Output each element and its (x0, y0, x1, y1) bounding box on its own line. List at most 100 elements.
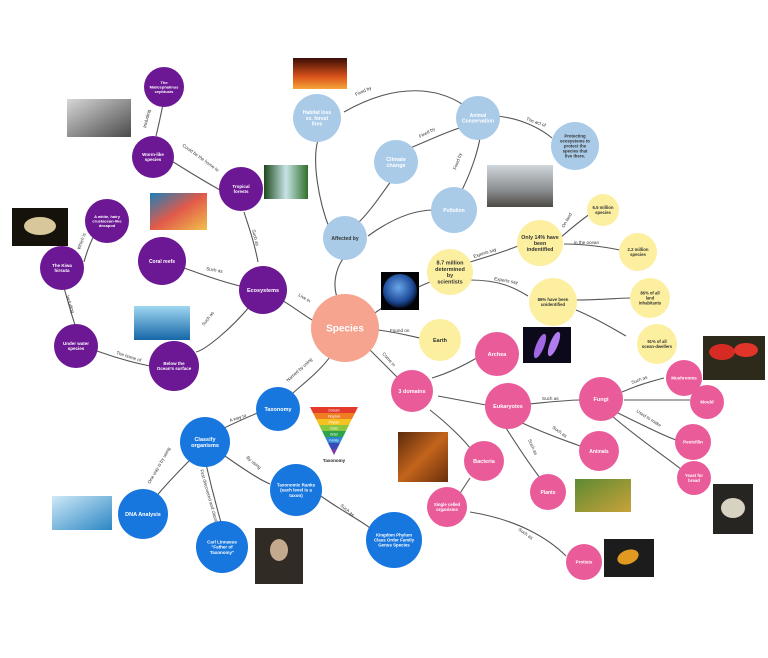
node-label: Bacteria (473, 459, 496, 465)
node-species[interactable]: Species (311, 294, 379, 362)
node-circle (118, 489, 168, 539)
edge-fungi-penicillin (615, 411, 677, 441)
node-label: DNA Analysis (125, 512, 161, 518)
node-mushrooms[interactable]: Mushrooms (666, 360, 702, 396)
edge-single-protists (469, 511, 567, 557)
archaea-cell (533, 333, 547, 359)
node-circle (419, 319, 461, 361)
node-circle (630, 278, 670, 318)
node-penicillin[interactable]: Penicillin (675, 424, 711, 460)
node-plants[interactable]: Plants (530, 474, 566, 510)
plant-photo (575, 479, 631, 512)
node-label: Ecosystems (247, 288, 279, 294)
archaea-microscope-photo (523, 327, 571, 363)
edge-species-affected (334, 255, 347, 301)
node-circle (180, 417, 230, 467)
node-animals[interactable]: Animals (579, 431, 619, 471)
node-circle (456, 96, 500, 140)
node-protists[interactable]: Protists (566, 544, 602, 580)
node-pollution[interactable]: Pollution (431, 187, 477, 233)
node-label: Animals (589, 449, 609, 455)
node-label: Earth (433, 338, 448, 344)
node-label: Penicillin (683, 440, 703, 445)
edge-3domains-eukaryotes (437, 395, 487, 406)
edge-label-such-as: Such as (542, 396, 559, 401)
taxonomy-pyramid: Domain Kingdom Phylum Class Order Family… (310, 407, 358, 463)
pyramid-level-order (322, 431, 346, 437)
node-circle (391, 370, 433, 412)
edge-label-could-be-home: Could be the home to (181, 143, 220, 173)
node-three-domains[interactable]: 3 domains (391, 370, 433, 412)
photos: Domain Kingdom Phylum Class Order Family… (12, 58, 765, 584)
pyramid-label: Phylum (329, 421, 340, 425)
edge-label-found-on: Found on (390, 328, 410, 333)
node-circle (587, 194, 619, 226)
archaea-cell (547, 331, 561, 357)
node-circle (366, 512, 422, 568)
node-circle (427, 249, 473, 295)
node-eukaryotes[interactable]: Eukaryotes (485, 383, 531, 429)
node-affected-by[interactable]: Affected by (323, 216, 367, 260)
node-archea[interactable]: Archea (475, 332, 519, 376)
worm-species-photo (67, 99, 131, 137)
pyramid-level-family (325, 437, 343, 443)
edge-fungi-mushrooms (621, 377, 665, 393)
node-earth[interactable]: Earth (419, 319, 461, 361)
edge-86-land (575, 297, 631, 301)
node-bacteria[interactable]: Bacteria (464, 441, 504, 481)
pyramid-level-class (319, 425, 349, 431)
node-coral-reefs[interactable]: Coral reefs (138, 237, 186, 285)
node-circle (566, 544, 602, 580)
node-circle (323, 216, 367, 260)
node-circle (85, 199, 129, 243)
node-label: 3 domains (398, 389, 425, 395)
node-mould[interactable]: Mould (690, 385, 724, 419)
edge-86-ocean (575, 309, 627, 337)
node-taxonomy[interactable]: Taxonomy (256, 387, 300, 431)
node-circle (239, 266, 287, 314)
node-circle (54, 324, 98, 368)
node-dna[interactable]: DNA Analysis (118, 489, 168, 539)
coral-reef-photo (150, 193, 207, 230)
node-ecosystems[interactable]: Ecosystems (239, 266, 287, 314)
crab-body (24, 217, 56, 235)
node-fungi[interactable]: Fungi (579, 377, 623, 421)
bacteria-photo (398, 432, 448, 482)
yeast-jar (721, 498, 745, 518)
dna-analysis-photo (52, 496, 112, 530)
pyramid-level-domain (310, 407, 358, 413)
